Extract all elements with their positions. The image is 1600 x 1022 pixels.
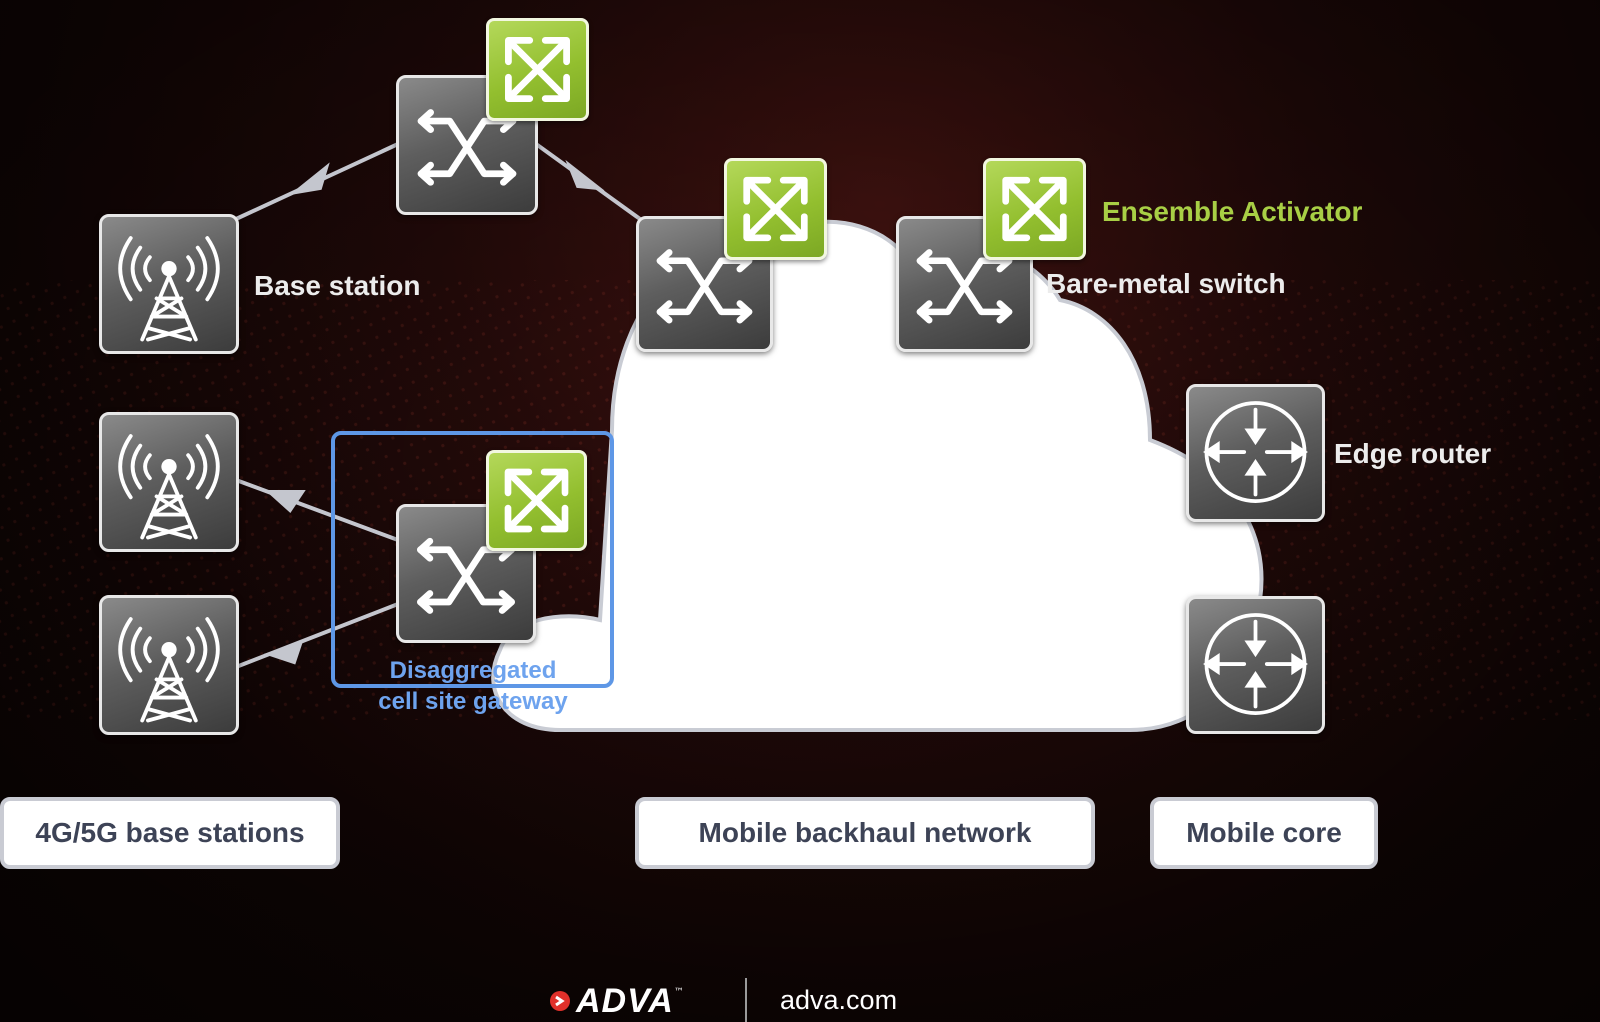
gateway-label-line1: Disaggregated [389,657,557,684]
x-arrows-icon [1002,176,1067,242]
brand-name: ADVA [576,981,674,1020]
footer-divider [745,978,747,1022]
arrow-icon [264,490,306,514]
ensemble-activator-top [486,18,589,121]
gateway-label: Disaggregated cell site gateway [348,655,598,717]
ensemble-activator-right [983,158,1086,260]
switch-arrows-icon [417,109,517,186]
router-icon [1203,613,1308,715]
adva-logo: ADVA ™ [548,981,684,1021]
radio-tower-icon [118,434,220,540]
x-arrows-icon [505,37,570,102]
trademark: ™ [673,987,684,998]
switch-arrows-icon [656,249,753,324]
ensemble-activator-middle [724,158,827,260]
website-link[interactable]: adva.com [780,985,898,1015]
base-station-3 [99,595,239,735]
router-icon [1203,401,1308,503]
edge-router-2 [1186,596,1325,734]
gateway-bracket [331,431,614,688]
ensemble-activator-label: Ensemble Activator [1102,196,1363,227]
cell-site-gateway-switch [396,504,536,643]
base-station-label: Base station [254,270,421,301]
link-gateway-tower-3 [235,602,399,669]
section-base-stations: 4G/5G base stations [0,797,340,869]
arrow-icon [565,159,605,191]
radio-tower-icon [118,617,220,723]
link-gateway-tower-2 [235,478,399,542]
base-station-2 [99,412,239,552]
adva-mark-icon [550,991,570,1011]
arrow-icon [263,640,304,665]
arrow-icon [288,162,330,196]
section-core: Mobile core [1150,797,1378,869]
base-station-1 [99,214,239,354]
section-backhaul: Mobile backhaul network [635,797,1095,869]
ensemble-activator-gateway [486,450,587,551]
edge-router-1 [1186,384,1325,522]
gateway-label-line2: cell site gateway [378,688,568,715]
edge-router-label: Edge router [1334,438,1492,469]
x-arrows-icon [504,468,569,533]
bare-metal-switch-label: Bare-metal switch [1046,268,1286,299]
radio-tower-icon [118,236,220,342]
x-arrows-icon [743,176,808,242]
